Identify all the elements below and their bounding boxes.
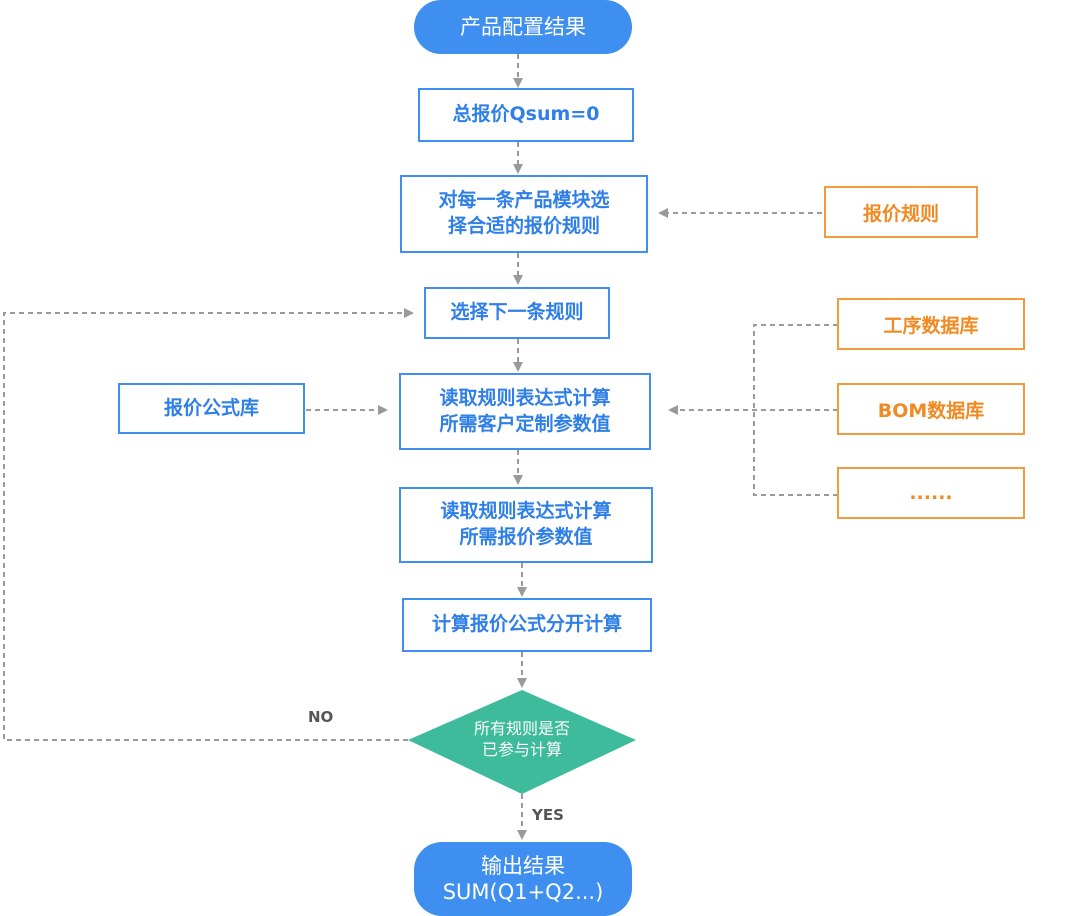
no-label: NO [308,708,334,726]
start-terminal: 产品配置结果 [414,0,632,54]
select-rule-box: 对每一条产品模块选 择合适的报价规则 [400,175,648,253]
read-custom-params-box: 读取规则表达式计算 所需客户定制参数值 [399,373,651,450]
yes-label: YES [532,806,564,824]
more-sources: ...... [837,467,1025,519]
formula-library-source: 报价公式库 [118,383,305,434]
quote-rules-source: 报价规则 [824,186,978,238]
compute-box: 计算报价公式分开计算 [402,598,652,652]
end-terminal: 输出结果 SUM(Q1+Q2...) [414,842,632,916]
next-rule-box: 选择下一条规则 [424,287,610,339]
decision-diamond [408,690,636,794]
decision-label: 所有规则是否 已参与计算 [473,719,570,759]
init-box: 总报价Qsum=0 [418,88,634,142]
read-quote-params-box: 读取规则表达式计算 所需报价参数值 [399,487,653,563]
process-db-source: 工序数据库 [837,298,1025,350]
edge-no-loop [3,308,414,741]
bom-db-source: BOM数据库 [837,383,1025,435]
